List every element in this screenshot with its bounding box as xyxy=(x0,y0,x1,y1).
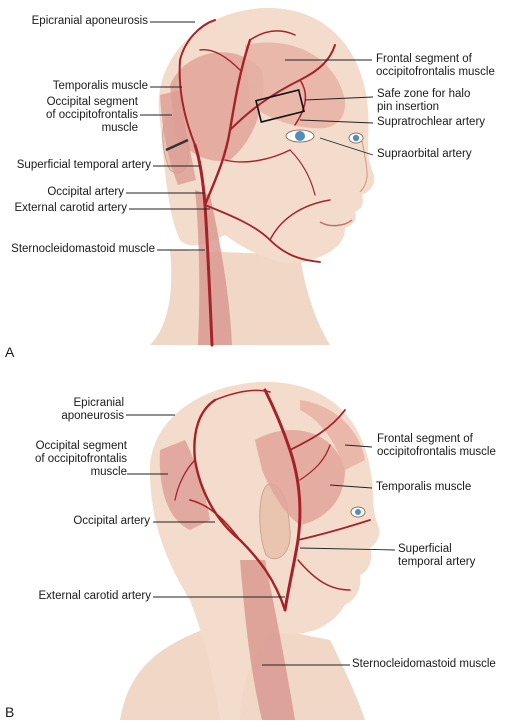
label-supraorbital-artery-a: Supraorbital artery xyxy=(377,148,472,160)
label-occipital-artery-b: Occipital artery xyxy=(73,515,150,527)
label-temporalis-muscle-a: Temporalis muscle xyxy=(52,80,148,92)
label-external-carotid-artery-a: External carotid artery xyxy=(14,202,128,214)
label-frontal-segment-a: Frontal segment of occipitofrontalis mus… xyxy=(376,53,495,78)
label-epicranial-aponeurosis-a: Epicranial aponeurosis xyxy=(31,15,148,27)
panel-label-a: A xyxy=(5,344,15,360)
label-external-carotid-artery-b: External carotid artery xyxy=(38,590,152,602)
label-sternocleidomastoid-a: Sternocleidomastoid muscle xyxy=(11,243,155,255)
label-temporalis-muscle-b: Temporalis muscle xyxy=(376,481,472,493)
label-superficial-temporal-artery-b: Superficial temporal artery xyxy=(398,543,476,568)
label-safe-zone-a: Safe zone for halo pin insertion xyxy=(377,88,471,113)
label-supratrochlear-artery-a: Supratrochlear artery xyxy=(377,116,486,128)
label-frontal-segment-b: Frontal segment of occipitofrontalis mus… xyxy=(377,433,496,458)
label-occipital-segment-a: Occipital segment of occipitofrontalis m… xyxy=(45,96,138,134)
panel-label-b: B xyxy=(5,704,15,720)
head-a xyxy=(126,7,375,347)
head-b xyxy=(120,381,396,720)
label-occipital-artery-a: Occipital artery xyxy=(47,186,124,198)
label-occipital-segment-b: Occipital segment of occipitofrontalis m… xyxy=(34,440,127,478)
label-sternocleidomastoid-b: Sternocleidomastoid muscle xyxy=(352,658,496,670)
label-superficial-temporal-artery-a: Superficial temporal artery xyxy=(16,159,151,171)
label-epicranial-aponeurosis-b: Epicranial aponeurosis xyxy=(61,397,124,422)
